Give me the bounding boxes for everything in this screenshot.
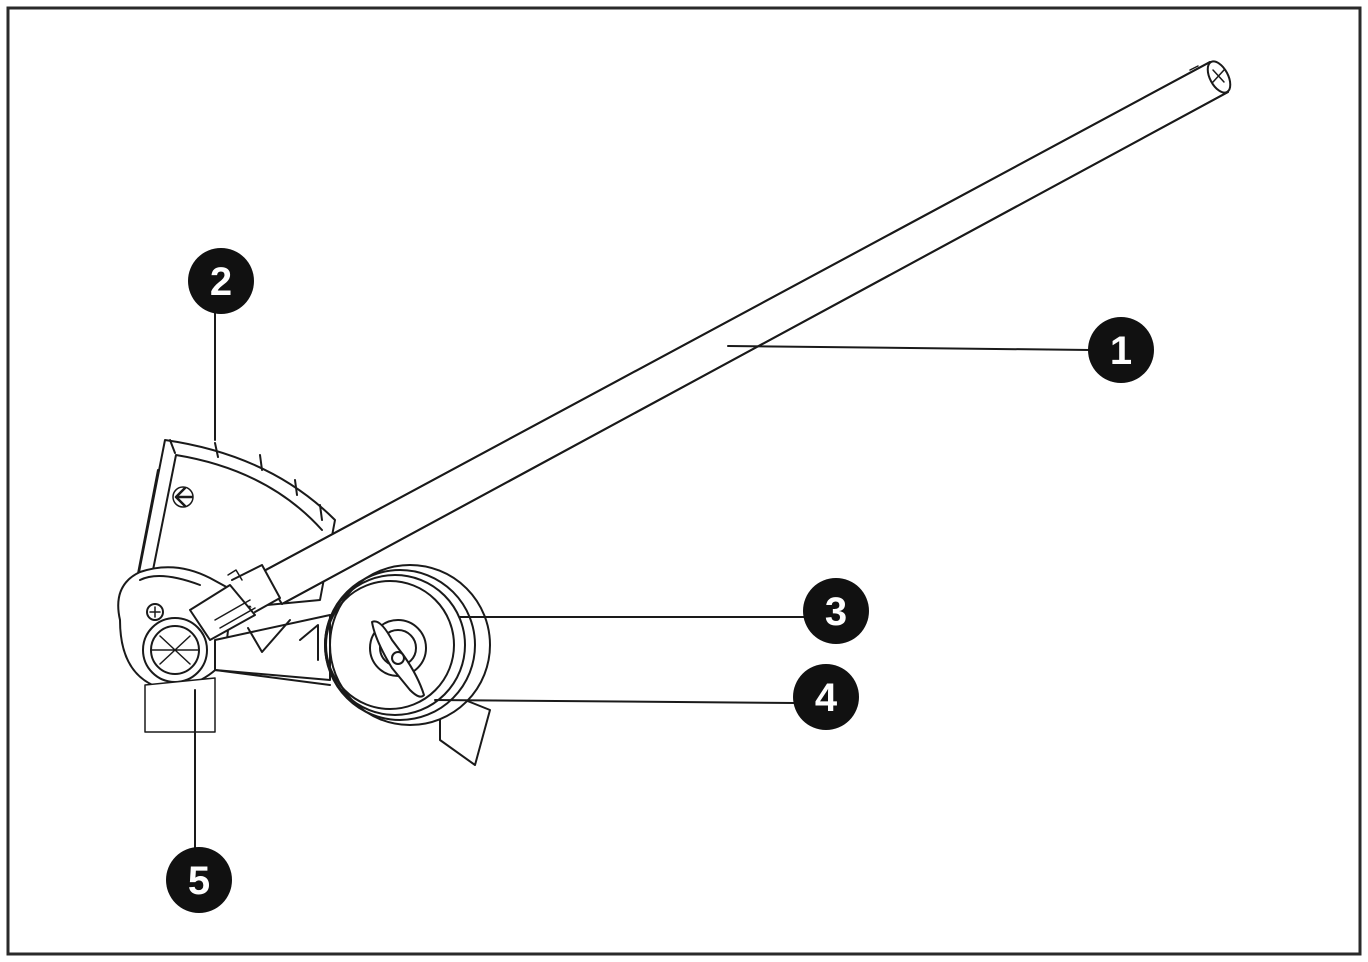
svg-text:2: 2 bbox=[210, 260, 232, 304]
callout-1: 1 bbox=[1088, 317, 1154, 383]
base-frame bbox=[214, 614, 331, 686]
svg-text:1: 1 bbox=[1110, 329, 1132, 373]
wing-nut bbox=[371, 620, 425, 698]
leader-line-1 bbox=[727, 345, 1091, 351]
callout-5: 5 bbox=[166, 847, 232, 913]
callout-2: 2 bbox=[188, 248, 254, 314]
depth-wheel bbox=[324, 564, 491, 766]
svg-text:3: 3 bbox=[825, 590, 847, 634]
svg-text:4: 4 bbox=[815, 676, 838, 720]
svg-text:5: 5 bbox=[188, 859, 210, 903]
callout-3: 3 bbox=[803, 578, 869, 644]
leader-line-4 bbox=[434, 699, 796, 704]
gear-housing bbox=[117, 564, 281, 690]
callout-4: 4 bbox=[793, 664, 859, 730]
edging-blade bbox=[144, 677, 216, 733]
